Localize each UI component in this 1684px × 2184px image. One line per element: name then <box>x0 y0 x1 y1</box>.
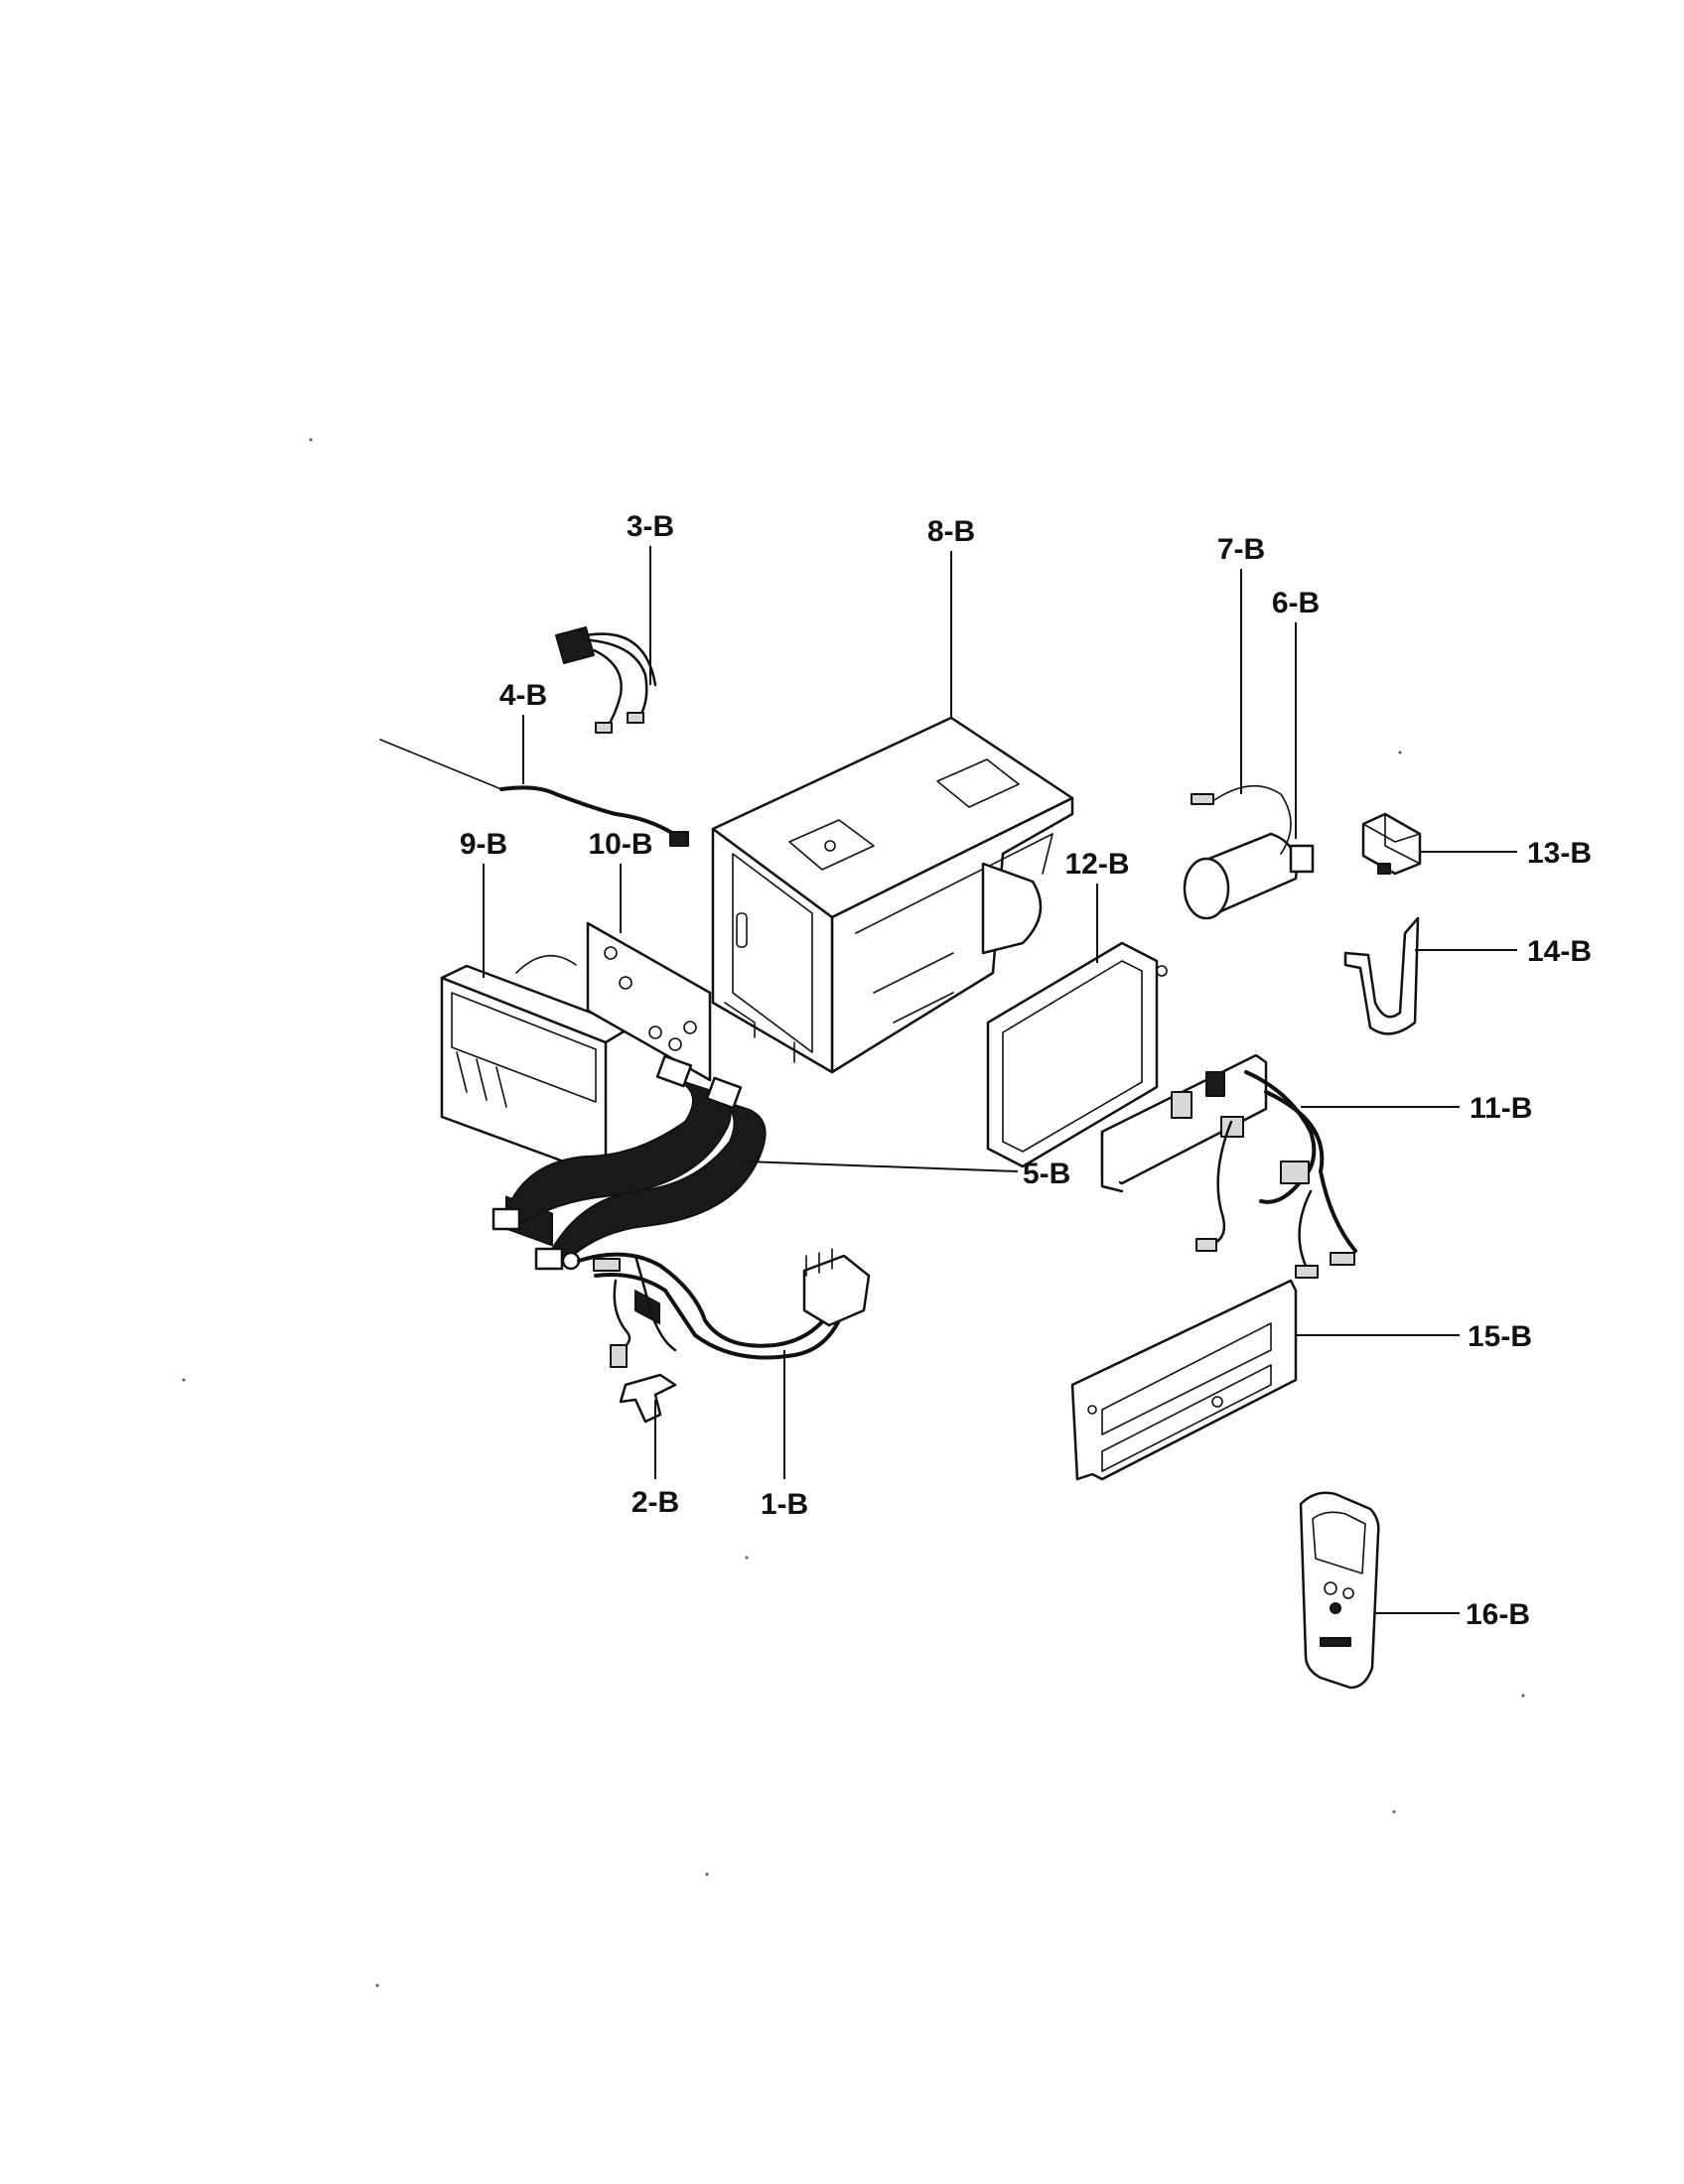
callout-10b: 10-B <box>588 828 652 861</box>
part-3b-harness <box>555 626 657 734</box>
scan-specks <box>182 438 1525 1987</box>
part-16b-remote <box>1299 1491 1380 1690</box>
part-6b-capacitor <box>1183 832 1315 920</box>
part-14b-bracket <box>1343 916 1420 1035</box>
callout-16b: 16-B <box>1466 1598 1530 1631</box>
callout-12b: 12-B <box>1064 848 1129 881</box>
part-4b-sensor-wire <box>379 739 689 847</box>
callout-5b: 5-B <box>1023 1158 1070 1190</box>
callout-6b: 6-B <box>1272 587 1320 619</box>
part-11b-main-pcb <box>1100 1053 1357 1279</box>
part-5b-ribbon-cable <box>491 1054 767 1271</box>
part-15b-plate <box>1070 1279 1298 1481</box>
callout-4b: 4-B <box>499 679 547 712</box>
callout-13b: 13-B <box>1527 837 1592 870</box>
callout-9b: 9-B <box>460 828 507 861</box>
callout-7b: 7-B <box>1217 533 1265 566</box>
callout-labels: 3-B 8-B 7-B 6-B 4-B 9-B 10-B 12-B 13-B 1… <box>460 510 1592 1631</box>
callout-8b: 8-B <box>927 515 975 548</box>
callout-15b: 15-B <box>1468 1320 1532 1353</box>
part-2b-clip <box>619 1373 677 1424</box>
leader-lines <box>483 546 1517 1614</box>
part-7b-capacitor-strap <box>1191 784 1292 855</box>
part-12b-gasket <box>986 941 1168 1168</box>
callout-11b: 11-B <box>1470 1092 1532 1125</box>
callout-14b: 14-B <box>1527 935 1592 968</box>
part-8b-chassis <box>711 716 1074 1074</box>
part-1b-power-harness <box>561 1248 871 1368</box>
callout-2b: 2-B <box>632 1486 679 1519</box>
callout-1b: 1-B <box>761 1488 808 1521</box>
callout-3b: 3-B <box>627 510 674 543</box>
part-13b-relay <box>1361 812 1422 876</box>
